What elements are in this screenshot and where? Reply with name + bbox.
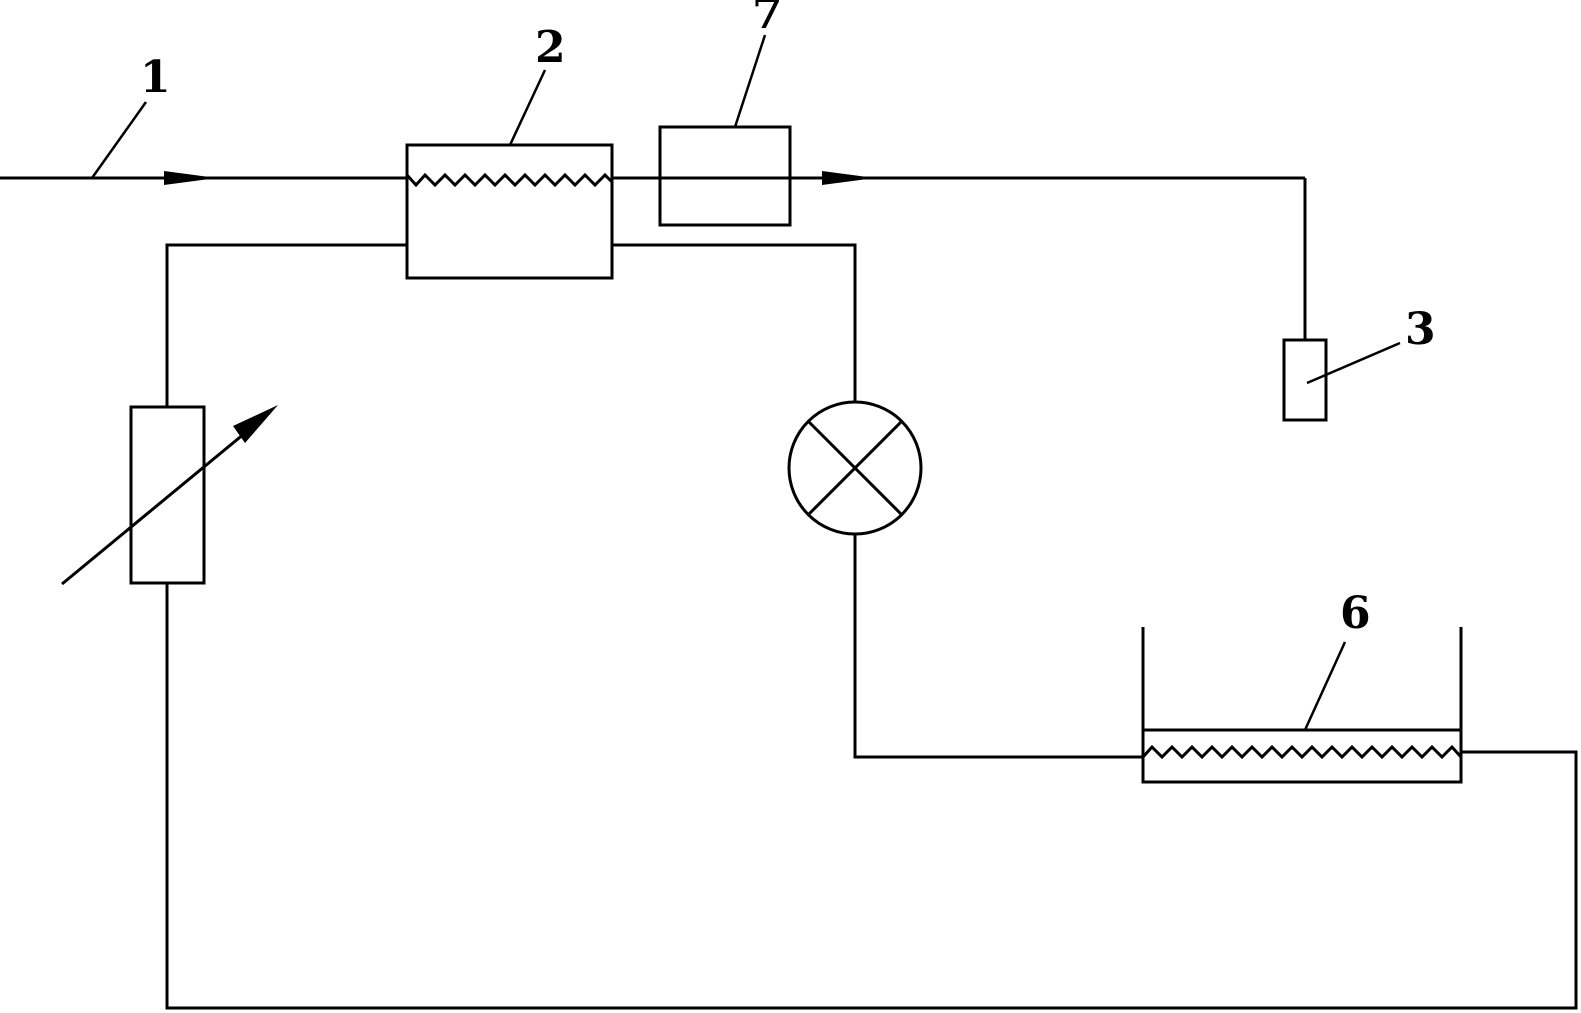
outlet-flow-arrow	[822, 171, 875, 185]
label-unit: 7	[752, 0, 783, 39]
valve	[787, 400, 923, 536]
leader-nozzle	[1306, 341, 1401, 385]
heat-exchanger	[405, 143, 614, 280]
valve-cross-b	[806, 419, 904, 517]
loop-return-line	[165, 583, 1578, 1010]
spray-jet-left	[1282, 424, 1293, 465]
spray-jet-right	[1317, 424, 1328, 465]
leader-heat-exchanger	[508, 69, 547, 146]
label-pipe: 1	[140, 52, 171, 103]
regulator-adjust-line	[61, 417, 263, 586]
label-tank: 6	[1340, 588, 1371, 639]
inline-unit	[658, 125, 792, 227]
adjustable-regulator	[129, 405, 206, 585]
leader-tank	[1303, 641, 1347, 731]
tank-coil	[1141, 744, 1463, 760]
loop-line-to-valve	[612, 243, 857, 402]
heat-exchanger-coil	[405, 172, 614, 188]
supply-flow-arrow	[164, 171, 217, 185]
regulator-adjust-arrowhead	[233, 405, 278, 443]
leader-unit	[733, 34, 767, 128]
leader-pipe	[90, 101, 148, 179]
tank	[1141, 627, 1463, 784]
label-nozzle: 3	[1405, 304, 1436, 355]
label-heat-exchanger: 2	[535, 22, 566, 73]
loop-line-to-tank	[853, 534, 1143, 759]
loop-line-to-exchanger	[165, 243, 407, 407]
spray-nozzle	[1282, 338, 1328, 422]
